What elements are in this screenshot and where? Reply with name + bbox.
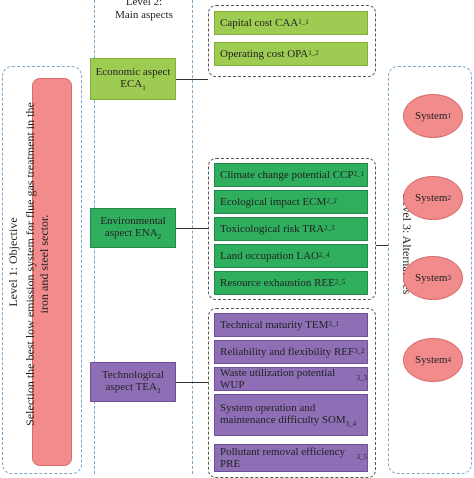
aspect-technological-line2: aspect TEA3: [105, 380, 161, 395]
criterion-system-operation-line1: System operation and: [220, 401, 316, 414]
criterion-system-operation: System operation and maintenance difficu…: [214, 394, 368, 436]
criterion-system-operation-line2: maintenance difficulty SOM3_4: [220, 413, 357, 428]
criteria-group-economic: [208, 5, 376, 77]
level2-title: Level 2: Main aspects: [100, 0, 188, 22]
aspect-environmental-line2: aspect ENA2: [104, 226, 162, 241]
divider-right: [192, 0, 193, 474]
aspect-environmental: Environmental aspect ENA2: [90, 208, 176, 248]
aspect-technological-line1: Technological: [101, 368, 165, 381]
level2-title-line2: Main aspects: [115, 9, 173, 21]
level2-title-line1: Level 2:: [125, 0, 163, 8]
aspect-economic-code-line: ECA1: [120, 77, 146, 92]
objective-box: [32, 78, 72, 466]
objective-text: Selection the best low emission system f…: [23, 102, 51, 426]
connector-technological: [176, 382, 208, 384]
aspect-environmental-line1: Environmental: [100, 214, 166, 227]
aspect-economic: Economic aspect ECA1: [90, 58, 176, 100]
aspect-technological: Technological aspect TEA3: [90, 362, 176, 402]
connector-environmental: [176, 228, 208, 230]
level1-title: Level 1: Objective: [6, 217, 20, 307]
aspect-economic-line1: Economic aspect: [95, 65, 171, 78]
criteria-group-environmental: [208, 158, 376, 300]
connector-criteria-alternatives: [376, 245, 388, 247]
connector-economic: [176, 79, 208, 81]
